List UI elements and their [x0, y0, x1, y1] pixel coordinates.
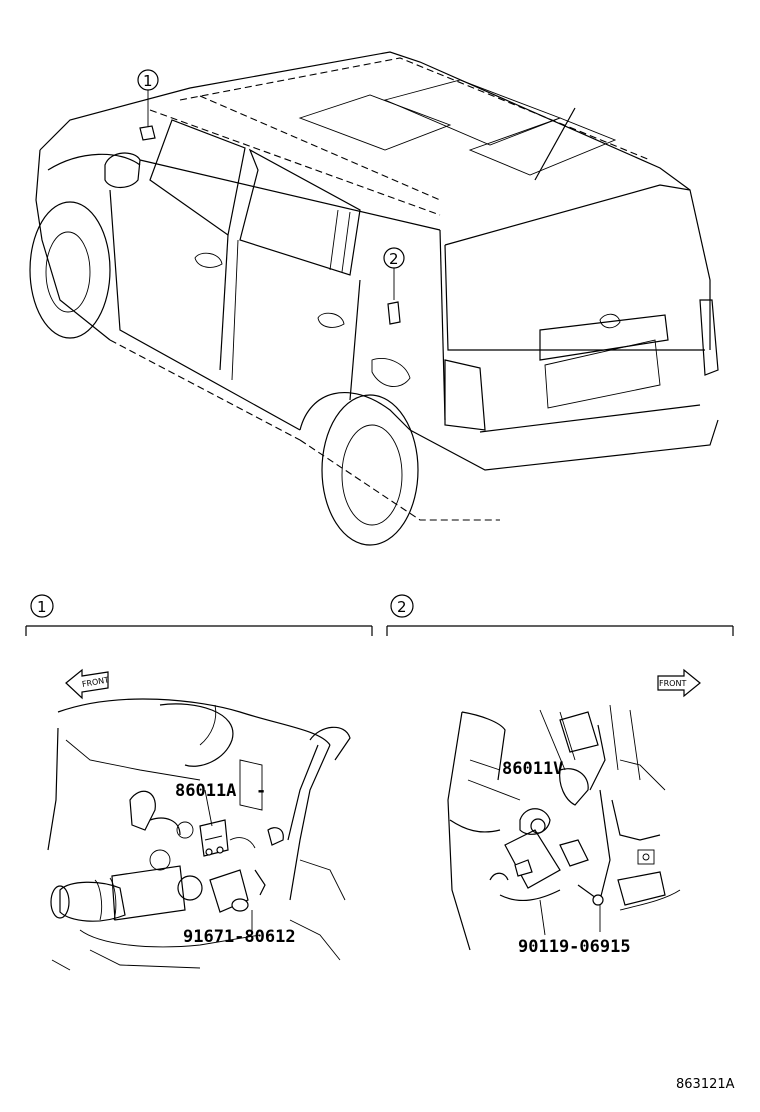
front-label-2: FRONT — [659, 679, 686, 688]
callout-2-number: 2 — [389, 250, 399, 268]
callout-1-number: 1 — [143, 72, 153, 90]
part-number-90119-06915: 90119-06915 — [518, 937, 631, 957]
front-arrow-right — [657, 668, 701, 698]
part-number-86011V: 86011V — [502, 759, 563, 779]
rear-quarter-illustration — [447, 704, 681, 951]
part-number-86011A: 86011A — [175, 781, 236, 801]
front-arrow-left — [65, 668, 109, 700]
section-1-header — [25, 594, 373, 636]
vehicle-illustration — [29, 51, 719, 546]
section-2-number: 2 — [397, 598, 407, 616]
engine-compartment-illustration — [47, 698, 351, 971]
section-2-header — [386, 594, 734, 636]
section-1-number: 1 — [37, 598, 47, 616]
part-number-91671-80612: 91671-80612 — [183, 927, 296, 947]
diagram-code: 863121A — [676, 1077, 735, 1092]
part-number-86011A-dash: - — [256, 781, 266, 801]
